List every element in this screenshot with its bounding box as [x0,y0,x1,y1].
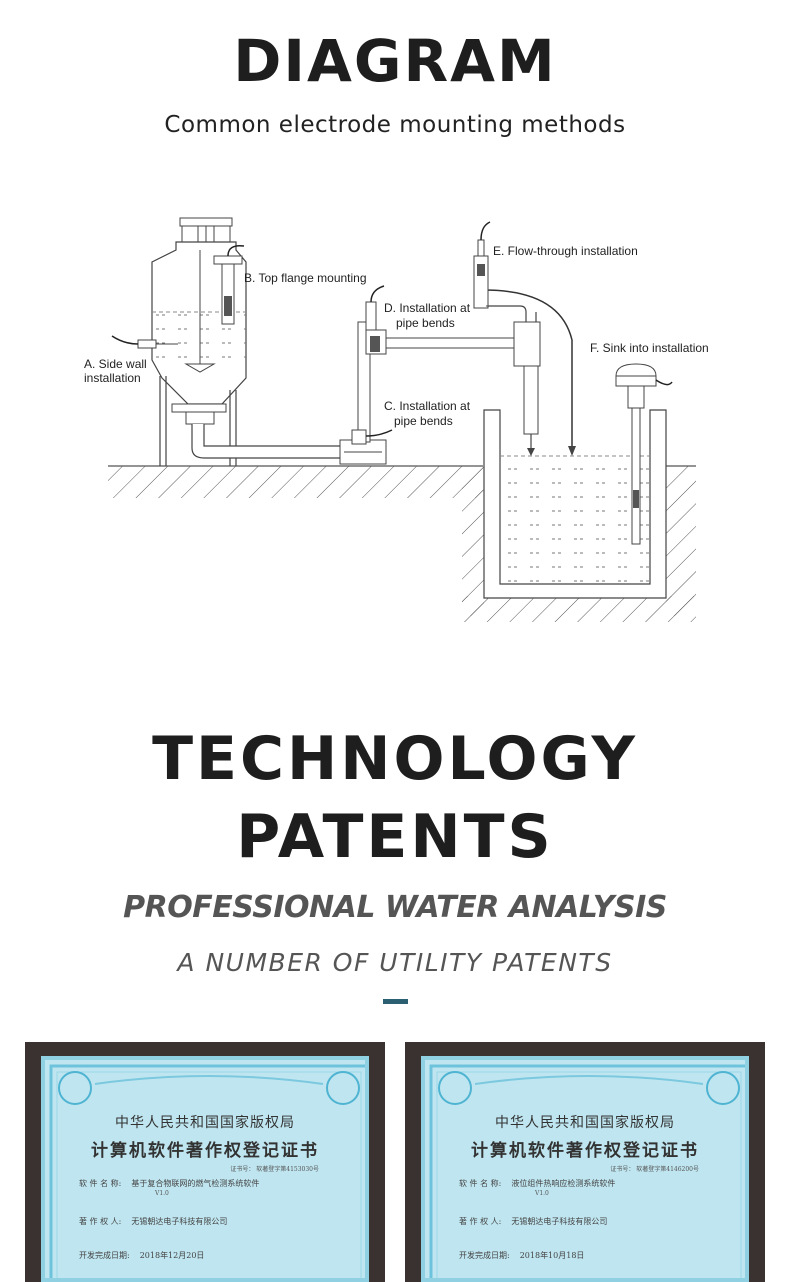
label-pipe-bends-d-2: pipe bends [396,316,455,330]
patents-title-line1: TECHNOLOGY [152,724,638,794]
certificate-border-pattern [429,1064,745,1278]
owner-label: 著 作 权 人: [79,1217,122,1226]
sink-tank [483,409,667,599]
software-label: 软 件 名 称: [459,1179,502,1188]
pipework [191,289,576,465]
certificate-title: 计算机软件著作权登记证书 [471,1141,699,1161]
certificate-date-row: 开发完成日期: 2018年12月20日 [79,1250,365,1261]
certificate-issuer: 中华人民共和国国家版权局 [115,1115,295,1131]
certificate-number: 证书号： 软著登字第4146200号 [610,1166,699,1173]
date-label: 开发完成日期: [79,1251,130,1260]
certificate-border-pattern [49,1064,365,1278]
label-pipe-bends-c-2: pipe bends [394,414,453,428]
owner-label: 著 作 权 人: [459,1217,502,1226]
label-flow-through: E. Flow-through installation [493,244,638,258]
side-wall-electrode [111,335,178,349]
accent-bar [383,999,408,1004]
software-name: 基于复合物联网的燃气检测系统软件 [131,1179,260,1188]
ground [108,465,696,622]
patents-subtitle: A NUMBER OF UTILITY PATENTS [177,948,613,977]
label-side-wall-2: installation [84,371,141,385]
label-top-flange: B. Top flange mounting [244,271,367,285]
top-flange-electrode [213,244,245,325]
certificate-issuer: 中华人民共和国国家版权局 [495,1115,675,1131]
certificate-owner-row: 著 作 权 人: 无锡朝达电子科技有限公司 [79,1216,365,1227]
software-name: 液位组件热响应检测系统软件 [511,1179,616,1188]
label-pipe-bends-d: D. Installation at [384,301,471,315]
certificate-frame-2: 中华人民共和国国家版权局 计算机软件著作权登记证书 证书号： 软著登字第4146… [405,1042,765,1282]
pipe-bend-electrodes [351,285,393,445]
flow-through-cell [473,221,520,309]
label-side-wall: A. Side wall [84,357,147,371]
certificate-owner-row: 著 作 权 人: 无锡朝达电子科技有限公司 [459,1216,745,1227]
sink-electrode [615,363,673,545]
certificate-date-row: 开发完成日期: 2018年10月18日 [459,1250,745,1261]
owner-name: 无锡朝达电子科技有限公司 [131,1217,228,1226]
owner-name: 无锡朝达电子科技有限公司 [511,1217,608,1226]
certificate-software-row: 软 件 名 称: 液位组件热响应检测系统软件 [459,1178,745,1189]
certificate-software-row: 软 件 名 称: 基于复合物联网的燃气检测系统软件 [79,1178,365,1189]
certificate-frame-1: 中华人民共和国国家版权局 计算机软件著作权登记证书 证书号： 软著登字第4153… [25,1042,385,1282]
certificate-2: 中华人民共和国国家版权局 计算机软件著作权登记证书 证书号： 软著登字第4146… [421,1056,749,1282]
certificate-number: 证书号： 软著登字第4153030号 [230,1166,319,1173]
certificate-title: 计算机软件著作权登记证书 [91,1141,319,1161]
patents-title-line2: PATENTS [236,802,554,872]
patents-tagline: PROFESSIONAL WATER ANALYSIS [123,890,667,925]
diagram-title: DIAGRAM [233,27,557,95]
date-label: 开发完成日期: [459,1251,510,1260]
completion-date: 2018年12月20日 [139,1251,205,1260]
software-label: 软 件 名 称: [79,1179,122,1188]
mounting-methods-diagram: A. Side wall installation B. Top flange … [84,217,709,622]
label-sink-into: F. Sink into installation [590,341,709,355]
diagram-subtitle: Common electrode mounting methods [164,112,626,138]
certificate-version: V1.0 [155,1190,169,1197]
label-pipe-bends-c: C. Installation at [384,399,471,413]
certificate-1: 中华人民共和国国家版权局 计算机软件著作权登记证书 证书号： 软著登字第4153… [41,1056,369,1282]
completion-date: 2018年10月18日 [519,1251,585,1260]
certificate-version: V1.0 [535,1190,549,1197]
